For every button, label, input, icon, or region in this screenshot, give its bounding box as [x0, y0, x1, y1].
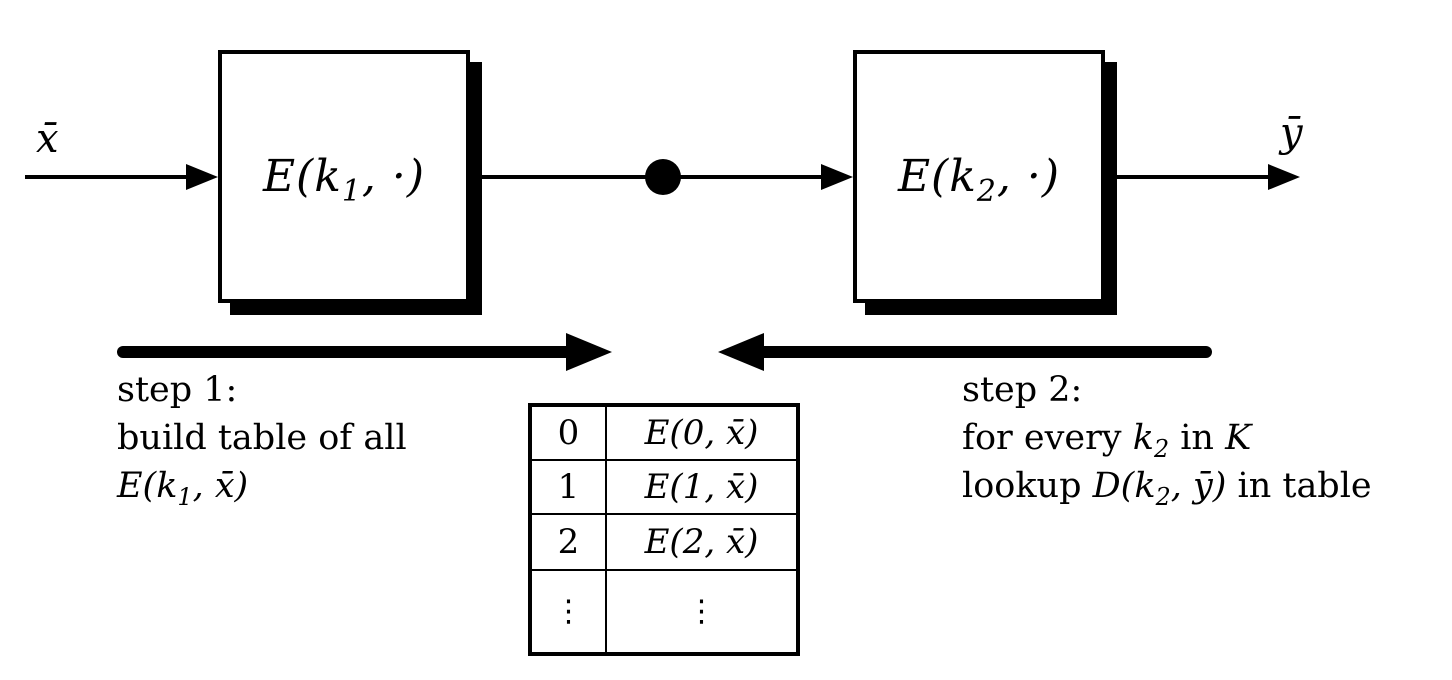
output-flow-line: [1103, 175, 1270, 179]
step2-decrypt-subscript: 2: [1155, 483, 1171, 511]
step2-decrypt-formula-post: , ȳ): [1170, 466, 1227, 506]
step2-decrypt-formula-pre: D(k: [1092, 466, 1156, 506]
input-arrowhead-icon: [186, 164, 218, 190]
step2-line3-text: lookup: [962, 466, 1093, 506]
step2-title: step 2:: [962, 370, 1083, 410]
keyspace-symbol: K: [1225, 418, 1252, 458]
encryption-box-1-label: E(k1, ·): [262, 151, 426, 206]
step2-key-subscript: 2: [1153, 435, 1170, 463]
encryption-box-2: E(k2, ·): [853, 50, 1105, 303]
middle-arrowhead-icon: [821, 164, 853, 190]
table-row1-value: E(1, x̄): [607, 461, 796, 515]
box1-label-post: , ·): [361, 151, 426, 202]
step1-formula: E(k1, x̄): [117, 462, 407, 510]
step1-description: build table of all: [117, 418, 407, 458]
table-row2-key: 2: [532, 515, 607, 571]
input-label-xbar: x̄: [36, 116, 59, 162]
step2-arrow-shaft: [756, 346, 1212, 358]
table-row0-key: 0: [532, 407, 607, 461]
table-row3-key: ⋮: [532, 571, 607, 652]
step1-title: step 1:: [117, 370, 238, 410]
table-row2-value: E(2, x̄): [607, 515, 796, 571]
step2-annotation: step 2: for every k2 in K lookup D(k2, y…: [962, 366, 1372, 510]
table-row1-key: 1: [532, 461, 607, 515]
step1-formula-pre: E(k: [117, 466, 178, 506]
step1-arrowhead-icon: [566, 333, 612, 371]
table-row0-value: E(0, x̄): [607, 407, 796, 461]
input-flow-line: [25, 175, 190, 179]
step2-line2-text: for every: [962, 418, 1133, 458]
step2-description-line2: lookup D(k2, ȳ) in table: [962, 462, 1372, 510]
step2-description-line1: for every k2 in K: [962, 414, 1372, 462]
step2-key-symbol: k: [1132, 418, 1154, 458]
box1-label-pre: E(k: [262, 151, 342, 202]
output-label-ybar: ȳ: [1280, 110, 1303, 156]
box2-label-post: , ·): [996, 151, 1061, 202]
lookup-table: 0 E(0, x̄) 1 E(1, x̄) 2 E(2, x̄) ⋮ ⋮: [528, 403, 800, 656]
step2-line3-text2: in table: [1226, 466, 1372, 506]
step1-arrow-shaft: [117, 346, 575, 358]
box1-label-subscript: 1: [341, 173, 362, 209]
step2-line2-text2: in: [1169, 418, 1226, 458]
table-row3-value: ⋮: [686, 594, 717, 629]
step1-formula-post: , x̄): [192, 466, 249, 506]
box2-label-subscript: 2: [976, 173, 997, 209]
junction-dot: [645, 159, 681, 195]
step1-annotation: step 1: build table of all E(k1, x̄): [117, 366, 407, 510]
step1-formula-subscript: 1: [177, 483, 193, 511]
encryption-box-2-label: E(k2, ·): [897, 151, 1061, 206]
output-arrowhead-icon: [1268, 164, 1300, 190]
encryption-box-1: E(k1, ·): [218, 50, 470, 303]
box2-label-pre: E(k: [897, 151, 977, 202]
